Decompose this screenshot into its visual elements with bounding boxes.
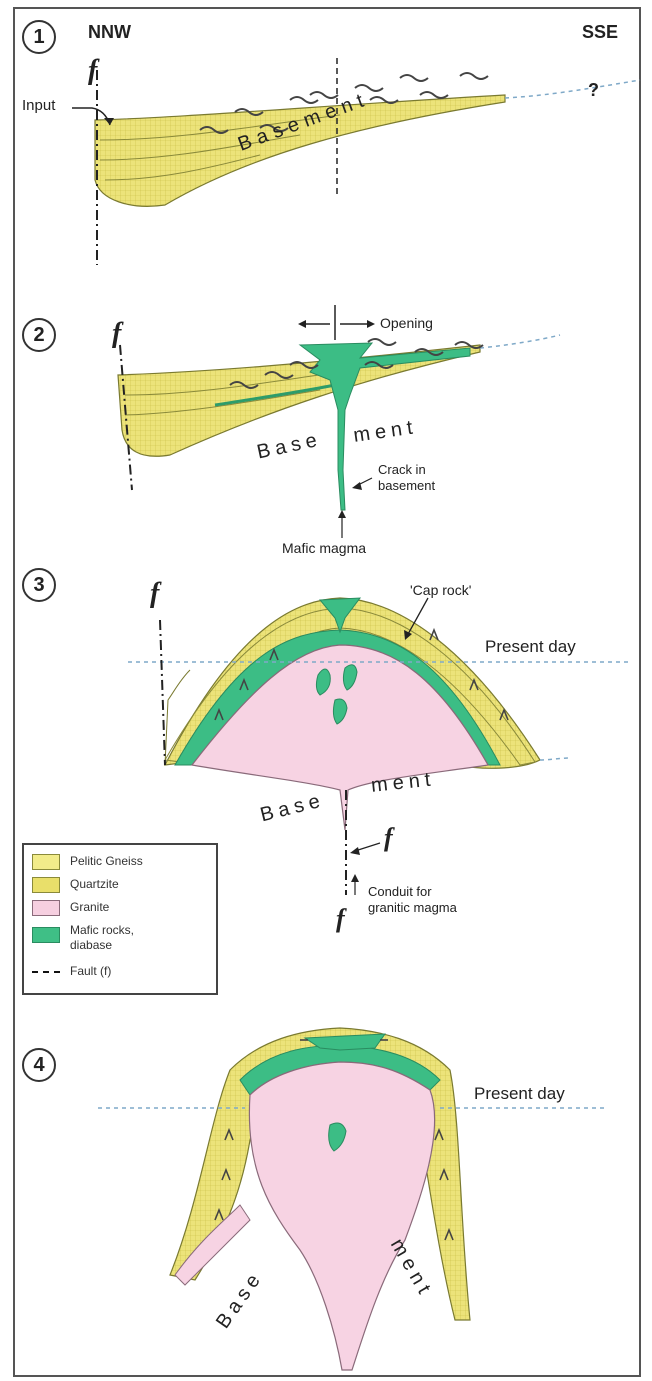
panel-number-1: 1 — [22, 20, 56, 54]
cap-rock-label: 'Cap rock' — [410, 582, 471, 598]
legend-fault-line — [32, 971, 60, 973]
legend-swatch-pelitic — [32, 854, 60, 870]
panel-number-2: 2 — [22, 318, 56, 352]
direction-sse-label: SSE — [582, 22, 618, 43]
legend-box: Pelitic Gneiss Quartzite Granite Mafic r… — [22, 843, 218, 995]
conduit-label: Conduit for granitic magma — [368, 884, 457, 916]
legend-label-fault: Fault (f) — [70, 964, 111, 978]
direction-nnw-label: NNW — [88, 22, 131, 43]
panel-number-4: 4 — [22, 1048, 56, 1082]
panel-number-3: 3 — [22, 568, 56, 602]
question-mark-label: ? — [588, 80, 599, 101]
legend-label-granite: Granite — [70, 900, 109, 914]
legend-swatch-granite — [32, 900, 60, 916]
legend-label-mafic: Mafic rocks, diabase — [70, 923, 134, 953]
mafic-magma-label: Mafic magma — [282, 540, 366, 556]
fault-symbol-3c: f — [336, 904, 345, 934]
input-label: Input — [22, 97, 55, 114]
crack-label: Crack in basement — [378, 462, 435, 494]
present-day-label-4: Present day — [474, 1084, 565, 1104]
fault-symbol-3b: f — [384, 823, 393, 853]
legend-swatch-mafic — [32, 927, 60, 943]
fault-symbol-3: f — [150, 578, 159, 610]
legend-label-quartzite: Quartzite — [70, 877, 119, 891]
legend-label-pelitic: Pelitic Gneiss — [70, 854, 143, 868]
legend-swatch-quartzite — [32, 877, 60, 893]
fault-symbol-2: f — [112, 318, 121, 350]
present-day-label-3: Present day — [485, 637, 576, 657]
fault-symbol-1: f — [88, 55, 97, 87]
opening-label: Opening — [380, 315, 433, 331]
